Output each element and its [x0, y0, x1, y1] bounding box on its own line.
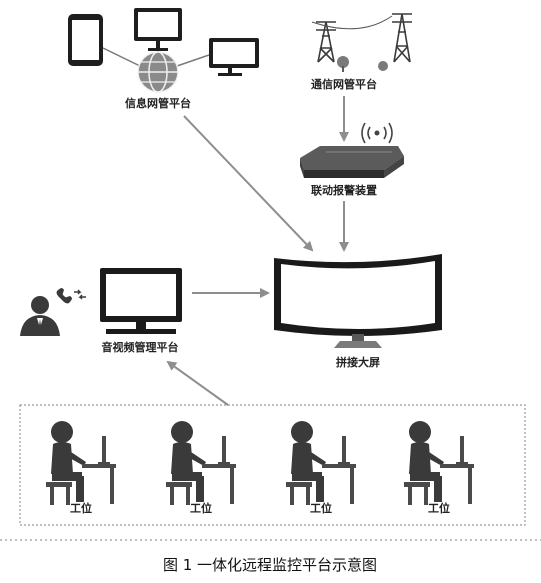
arrow-workstations-to-av [166, 360, 229, 406]
av-platform-node: 音视频管理平台 [100, 268, 182, 354]
figure-caption: 图 1 一体化远程监控平台示意图 [163, 556, 377, 574]
laptop-icon [209, 38, 259, 76]
globe-icon [137, 51, 179, 93]
workstation-label: 工位 [428, 501, 450, 515]
transmission-tower-icon [311, 13, 412, 63]
info-platform-label: 信息网管平台 [125, 96, 191, 110]
workstation-3: 工位 [286, 421, 356, 515]
alarm-device-label: 联动报警装置 [311, 183, 377, 197]
comm-platform-label: 通信网管平台 [311, 77, 377, 91]
tree-icon [337, 56, 388, 72]
alarm-device-node: 联动报警装置 [300, 146, 404, 197]
workstation-2: 工位 [166, 421, 236, 515]
workstation-1: 工位 [46, 421, 116, 515]
info-platform-node: 信息网管平台 [68, 8, 259, 110]
workstation-group-frame [19, 404, 526, 526]
workstation-label: 工位 [310, 501, 332, 515]
workstation-label: 工位 [70, 501, 92, 515]
alarm-device-icon [300, 146, 404, 178]
workstation-label: 工位 [190, 501, 212, 515]
big-screen-label: 拼接大屏 [336, 355, 380, 369]
monitor-icon [100, 268, 182, 334]
operator-icon [20, 296, 60, 336]
workstation-4: 工位 [404, 421, 474, 515]
comm-platform-node: 通信网管平台 [311, 13, 412, 91]
monitor-icon [134, 8, 182, 51]
wireless-signal-icon [361, 122, 393, 144]
curved-screen-icon [274, 254, 442, 348]
arrow-info-to-screen [183, 115, 314, 252]
phone-call-icon [56, 288, 86, 304]
big-screen-node: 拼接大屏 [274, 254, 442, 369]
av-platform-label: 音视频管理平台 [102, 340, 179, 354]
